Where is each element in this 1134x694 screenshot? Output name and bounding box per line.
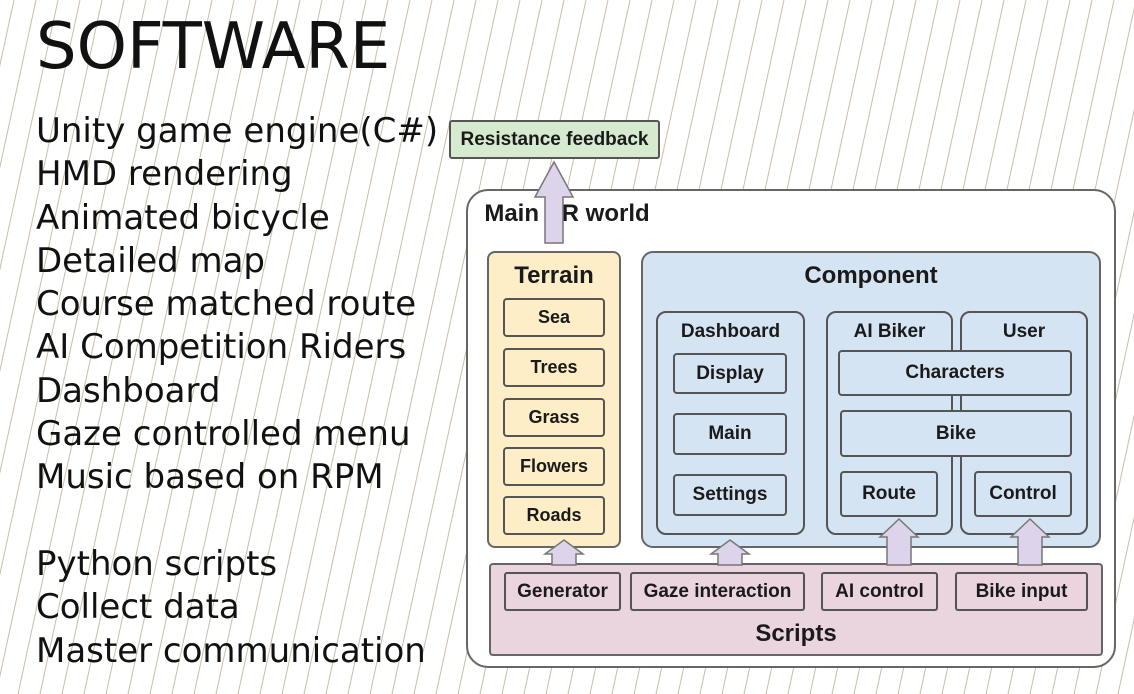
feature-line: Python scripts — [36, 543, 278, 584]
hatch-stroke — [0, 0, 125, 577]
hatch-stroke — [0, 0, 59, 271]
hatch-stroke — [61, 0, 213, 694]
hatch-stroke — [259, 0, 411, 694]
dashboard-item-settings: Settings — [673, 474, 787, 516]
feature-list: Unity game engine(C#) HMD rendering Anim… — [36, 110, 438, 673]
feature-line: Animated bicycle — [36, 197, 330, 238]
feature-line: Music based on RPM — [36, 457, 384, 498]
component-title: Component — [804, 262, 938, 289]
terrain-item-sea: Sea — [503, 298, 605, 337]
hatch-stroke — [325, 0, 477, 694]
hatch-stroke — [17, 0, 169, 694]
hatch-stroke — [0, 0, 37, 169]
user-group-title: User — [1002, 321, 1046, 342]
script-item-gaze-interaction: Gaze interaction — [630, 572, 805, 611]
characters-box: Characters — [838, 350, 1072, 396]
feature-line: Course matched route — [36, 284, 417, 325]
dashboard-item-display: Display — [673, 353, 787, 394]
hatch-stroke — [237, 0, 389, 694]
hatch-stroke — [149, 0, 301, 694]
hatch-stroke — [171, 0, 323, 694]
scripts-title: Scripts — [755, 620, 837, 647]
feature-line: Unity game engine(C#) — [36, 111, 439, 151]
hatch-stroke — [0, 0, 81, 373]
hatch-stroke — [1117, 617, 1134, 694]
hatch-stroke — [1095, 515, 1134, 694]
feature-line: Gaze controlled menu — [36, 414, 411, 455]
feature-line: HMD rendering — [36, 154, 293, 195]
resistance-feedback-box: Resistance feedback — [449, 120, 660, 159]
route-box: Route — [840, 471, 938, 517]
hatch-stroke — [303, 0, 455, 694]
script-item-generator: Generator — [504, 572, 621, 611]
hatch-stroke — [215, 0, 367, 694]
feature-line: Dashboard — [36, 370, 221, 411]
terrain-title: Terrain — [514, 262, 594, 289]
feature-gap — [36, 500, 438, 543]
hatch-stroke — [83, 0, 235, 694]
hatch-stroke — [369, 0, 521, 694]
script-item-bike-input: Bike input — [955, 572, 1088, 611]
feature-line: Collect data — [36, 587, 240, 628]
feature-line: AI Competition Riders — [36, 327, 407, 368]
feature-line: Master communication — [36, 630, 426, 671]
slide-title: SOFTWARE — [36, 10, 391, 84]
dashboard-group-title: Dashboard — [680, 321, 781, 342]
hatch-stroke — [0, 0, 15, 68]
hatch-stroke — [39, 0, 191, 694]
ai-biker-group-title: AI Biker — [853, 321, 926, 342]
hatch-stroke — [105, 0, 257, 694]
hatch-stroke — [281, 0, 433, 694]
terrain-item-flowers: Flowers — [503, 447, 605, 486]
hatch-stroke — [347, 0, 499, 694]
main-vr-world-title: Main VR world — [484, 200, 650, 227]
bike-box: Bike — [840, 410, 1072, 457]
control-box: Control — [974, 471, 1072, 517]
hatch-stroke — [0, 0, 147, 678]
hatch-stroke — [193, 0, 345, 694]
script-item-ai-control: AI control — [821, 572, 938, 611]
feature-line: Detailed map — [36, 240, 266, 281]
terrain-item-grass: Grass — [503, 398, 605, 437]
hatch-stroke — [127, 0, 279, 694]
terrain-item-roads: Roads — [503, 496, 605, 535]
hatch-stroke — [0, 0, 103, 475]
dashboard-item-main: Main — [673, 413, 787, 455]
terrain-item-trees: Trees — [503, 348, 605, 387]
